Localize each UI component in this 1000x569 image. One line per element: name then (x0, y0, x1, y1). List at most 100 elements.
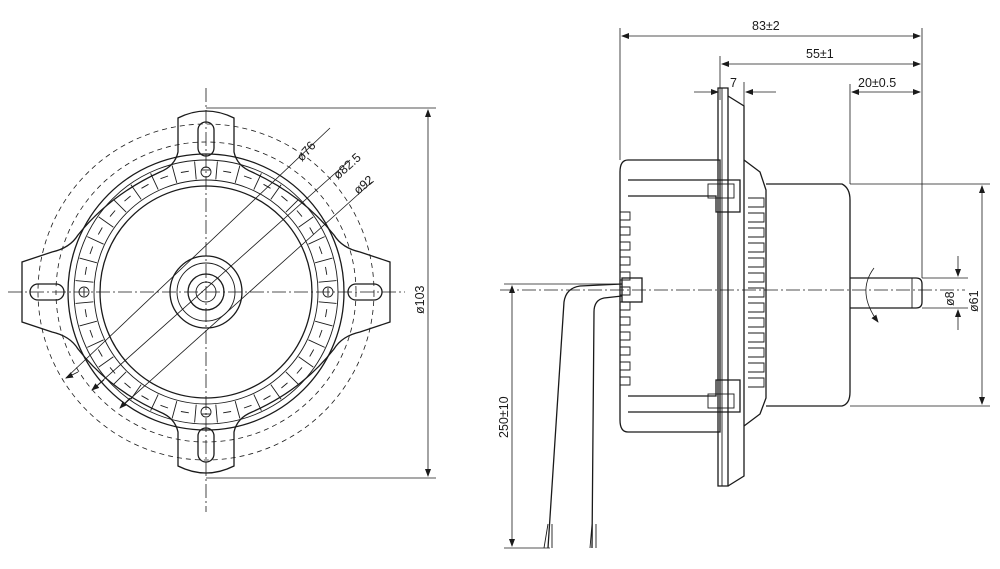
fin-crossbar (180, 411, 189, 414)
fin-line (298, 356, 314, 368)
fin-inner-ring (93, 179, 319, 405)
fin-crossbar (160, 404, 169, 409)
dia-103-label: ø103 (413, 285, 427, 314)
stack-slat (748, 257, 765, 268)
bottom-boss (200, 406, 212, 418)
fin-line (215, 161, 218, 180)
fin-line (308, 236, 325, 245)
fin-line (314, 320, 333, 327)
fin-crossbar (84, 309, 87, 318)
front-stack-fins (748, 197, 765, 388)
top-boss (200, 166, 212, 178)
fin-crossbar (223, 170, 232, 173)
side-view: 83±2 55±1 7 20±0.5 ø8 ø61 250±10 (497, 19, 990, 549)
rim-inner-ring (73, 159, 339, 425)
fin-line (308, 339, 325, 348)
front-view: ø76 ø82.5 ø92 ø103 (8, 88, 436, 512)
flange-web (727, 95, 745, 487)
dia-92-arrow (119, 397, 131, 409)
fin-line (75, 301, 94, 304)
dia-82-arrow (91, 379, 105, 391)
bottom-lug-slot (197, 427, 215, 463)
stator-body (766, 183, 851, 407)
stack-slat (748, 197, 765, 208)
fin-line (318, 280, 337, 283)
fin-crossbar (296, 210, 303, 217)
fin-line (113, 371, 127, 385)
fin-line (234, 165, 241, 184)
fin-crossbar (89, 246, 94, 255)
shaft-side (850, 277, 923, 309)
left-boss (78, 286, 90, 298)
housing-rib (620, 226, 631, 236)
fin-line (87, 236, 104, 245)
fin-crossbar (325, 266, 328, 275)
fin-line (314, 257, 333, 264)
dia-76-arrow (65, 371, 79, 379)
housing-rib (620, 256, 631, 266)
lead-wire-inner (591, 295, 623, 549)
fin-crossbar (124, 382, 131, 389)
right-boss (322, 286, 334, 298)
fin-crossbar (309, 227, 315, 235)
fin-crossbar (223, 411, 232, 414)
len-20-label: 20±0.5 (858, 76, 896, 90)
fin-crossbar (318, 329, 323, 338)
fin-line (98, 216, 114, 228)
fin-line (75, 280, 94, 283)
len-7-label: 7 (730, 76, 737, 90)
fin-line (253, 394, 262, 411)
stack-slat (748, 212, 765, 223)
fin-crossbar (160, 175, 169, 180)
stack-slat (748, 362, 765, 373)
fin-crossbar (318, 246, 323, 255)
fin-line (113, 199, 127, 213)
stack-slat (748, 377, 765, 388)
top-lug-slot (197, 121, 215, 157)
fin-line (130, 184, 142, 200)
fin-crossbar (109, 367, 116, 374)
housing-rib (620, 316, 631, 326)
fin-crossbar (124, 195, 131, 202)
stack-slat (748, 287, 765, 298)
fin-crossbar (243, 404, 252, 409)
fin-line (150, 394, 159, 411)
outer-dashed-circle (37, 123, 375, 461)
fin-line (318, 301, 337, 304)
hub-mid (176, 262, 236, 322)
housing-rib (620, 361, 631, 371)
rotor-housing (619, 159, 721, 433)
fin-crossbar (281, 195, 288, 202)
dia-61-label: ø61 (967, 290, 981, 312)
fin-crossbar (97, 349, 103, 357)
bottom-clip-tab (707, 393, 735, 409)
fin-crossbar (296, 367, 303, 374)
mount-dashed-circle (55, 141, 357, 443)
bottom-clip (628, 379, 741, 413)
fin-line (79, 257, 98, 264)
dia-82-leader (91, 159, 351, 391)
fin-line (150, 173, 159, 190)
stack-slat (748, 332, 765, 343)
fin-crossbar (325, 309, 328, 318)
fin-line (171, 400, 178, 419)
housing-rib (620, 376, 631, 386)
fin-line (270, 184, 282, 200)
fin-crossbar (263, 183, 271, 189)
top-clip (628, 179, 741, 213)
lead-wire-outer (547, 283, 623, 549)
fin-line (87, 339, 104, 348)
left-lug-slot (29, 283, 65, 301)
housing-rib (620, 331, 631, 341)
fin-crossbar (84, 266, 87, 275)
stack-slat (748, 242, 765, 253)
housing-rib (620, 286, 631, 296)
hub-outer (169, 255, 243, 329)
shaft (195, 281, 217, 303)
stator-ring (99, 185, 313, 399)
len-83-label: 83±2 (752, 19, 780, 33)
dia-8-label: ø8 (943, 291, 957, 306)
fin-crossbar (281, 382, 288, 389)
housing-rib (620, 301, 631, 311)
stack-slat (748, 347, 765, 358)
